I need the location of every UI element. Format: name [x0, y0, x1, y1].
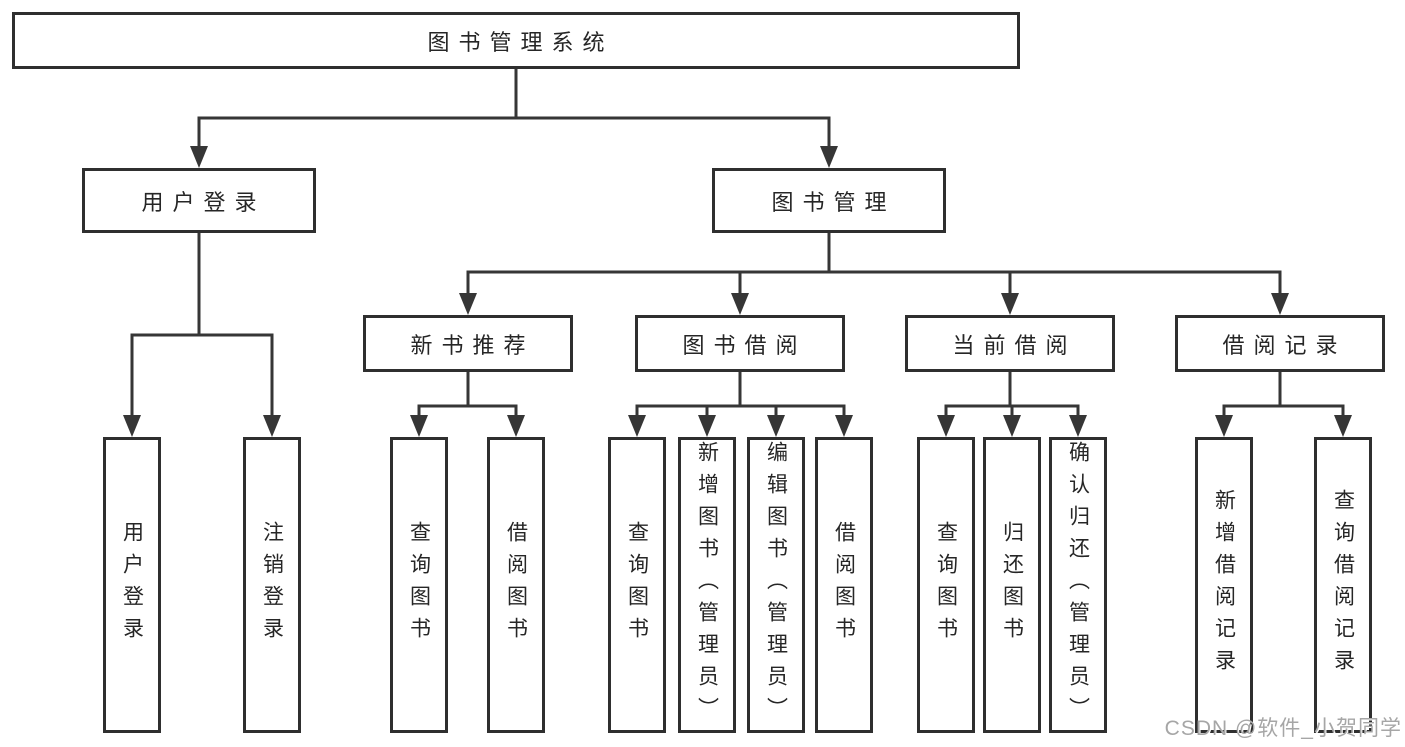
leaf-confirm-return-admin: 确认归还（管理员）	[1049, 437, 1107, 733]
node-book-borrow: 图书借阅	[635, 315, 845, 372]
arrowhead	[1215, 415, 1233, 437]
leaf-query-books: 查询图书	[390, 437, 448, 733]
arrowhead	[628, 415, 646, 437]
leaf-borrow-books: 借阅图书	[487, 437, 545, 733]
node-label: 新书推荐	[410, 332, 535, 358]
leaf-query-books: 查询图书	[917, 437, 975, 733]
arrowhead	[123, 415, 141, 437]
arrowhead	[1003, 415, 1021, 437]
arrowhead	[767, 415, 785, 437]
arrowhead	[263, 415, 281, 437]
leaf-add-books-admin: 新增图书（管理员）	[678, 437, 736, 733]
leaf-query-borrow-record: 查询借阅记录	[1314, 437, 1372, 733]
node-current-borrow: 当前借阅	[905, 315, 1115, 372]
arrowhead	[1001, 293, 1019, 315]
node-label: 借阅记录	[1222, 332, 1347, 358]
node-label: 注销登录	[260, 521, 284, 649]
leaf-edit-books-admin: 编辑图书（管理员）	[747, 437, 805, 733]
node-book-management: 图书管理	[712, 168, 946, 233]
node-label: 当前借阅	[952, 332, 1077, 358]
leaf-logout: 注销登录	[243, 437, 301, 733]
node-label: 查询借阅记录	[1331, 489, 1355, 681]
node-user-login: 用户登录	[82, 168, 316, 233]
leaf-borrow-books: 借阅图书	[815, 437, 873, 733]
node-label: 查询图书	[934, 521, 958, 649]
node-label: 用户登录	[141, 189, 266, 215]
node-library-management-system: 图书管理系统	[12, 12, 1020, 69]
node-label: 新增图书（管理员）	[695, 441, 719, 729]
arrowhead	[731, 293, 749, 315]
arrowhead	[820, 146, 838, 168]
node-label: 图书管理系统	[427, 29, 614, 55]
csdn-watermark: CSDN @软件_小贺同学	[1164, 717, 1402, 740]
arrowhead	[190, 146, 208, 168]
node-label: 用户登录	[120, 521, 144, 649]
node-label: 查询图书	[407, 521, 431, 649]
node-label: 图书借阅	[682, 332, 807, 358]
node-label: 确认归还（管理员）	[1066, 441, 1090, 729]
node-label: 借阅图书	[832, 521, 856, 649]
leaf-return-books: 归还图书	[983, 437, 1041, 733]
node-label: 图书管理	[771, 189, 896, 215]
arrowhead	[835, 415, 853, 437]
node-label: 新增借阅记录	[1212, 489, 1236, 681]
arrowhead	[1334, 415, 1352, 437]
leaf-query-books: 查询图书	[608, 437, 666, 733]
arrowhead	[459, 293, 477, 315]
arrowhead	[507, 415, 525, 437]
arrowhead	[1271, 293, 1289, 315]
arrowhead	[937, 415, 955, 437]
node-borrow-record: 借阅记录	[1175, 315, 1385, 372]
leaf-add-borrow-record: 新增借阅记录	[1195, 437, 1253, 733]
leaf-user-login: 用户登录	[103, 437, 161, 733]
arrowhead	[1069, 415, 1087, 437]
arrowhead	[698, 415, 716, 437]
node-label: 查询图书	[625, 521, 649, 649]
node-label: 借阅图书	[504, 521, 528, 649]
arrowhead	[410, 415, 428, 437]
arrowheads	[123, 146, 1352, 437]
node-label: 归还图书	[1000, 521, 1024, 649]
node-new-book-recommend: 新书推荐	[363, 315, 573, 372]
node-label: 编辑图书（管理员）	[764, 441, 788, 729]
